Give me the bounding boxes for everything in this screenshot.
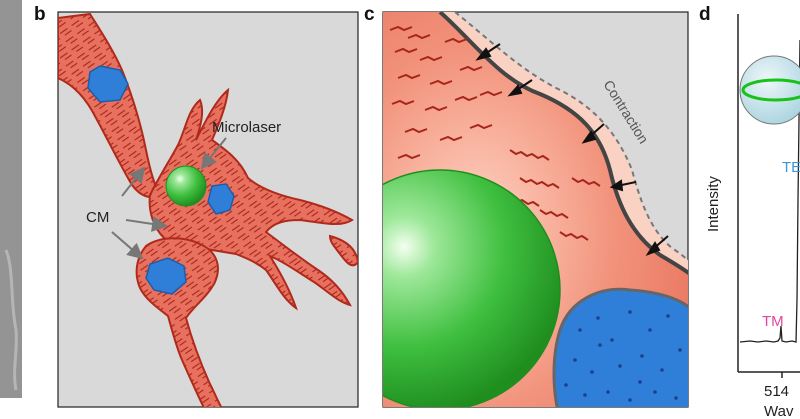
nucleus [207, 183, 235, 215]
cm-pointer-upper [121, 166, 146, 197]
y-axis-label: Intensity [705, 176, 722, 232]
panel-c-letter: c [364, 4, 375, 25]
nucleus [552, 287, 688, 407]
nucleus [87, 65, 129, 103]
microlaser-sphere [383, 169, 561, 407]
cm-pointer-lower [111, 231, 144, 260]
microlaser-pointer [200, 137, 227, 170]
nucleus-speckles [564, 310, 682, 402]
myofibril-striations [389, 25, 601, 241]
panel-c-illustration [382, 11, 689, 408]
x-axis-label: Wav [764, 403, 794, 419]
spectrum-trace [739, 39, 800, 343]
panel-d-spectrum-plot [737, 14, 800, 378]
nucleus [145, 257, 187, 295]
te-mode-label: TE [782, 159, 800, 176]
microlaser-sphere [165, 165, 207, 207]
panel-b-illustration [57, 11, 359, 408]
panel-d-letter: d [699, 4, 711, 25]
x-tick-514: 514 [764, 383, 789, 400]
relaxed-membrane-outline [454, 12, 688, 262]
tm-mode-label: TM [762, 313, 784, 330]
panel-b-letter: b [34, 4, 46, 25]
microlaser-label: Microlaser [212, 119, 281, 136]
cm-pointer-middle [125, 216, 168, 232]
cardiomyocyte-central [148, 87, 354, 311]
microlaser-inset-sphere [739, 55, 800, 125]
panel-a-image [0, 0, 22, 398]
cm-label: CM [86, 209, 109, 226]
contraction-arrows [475, 43, 669, 256]
whispering-gallery-mode-ring [741, 78, 800, 102]
